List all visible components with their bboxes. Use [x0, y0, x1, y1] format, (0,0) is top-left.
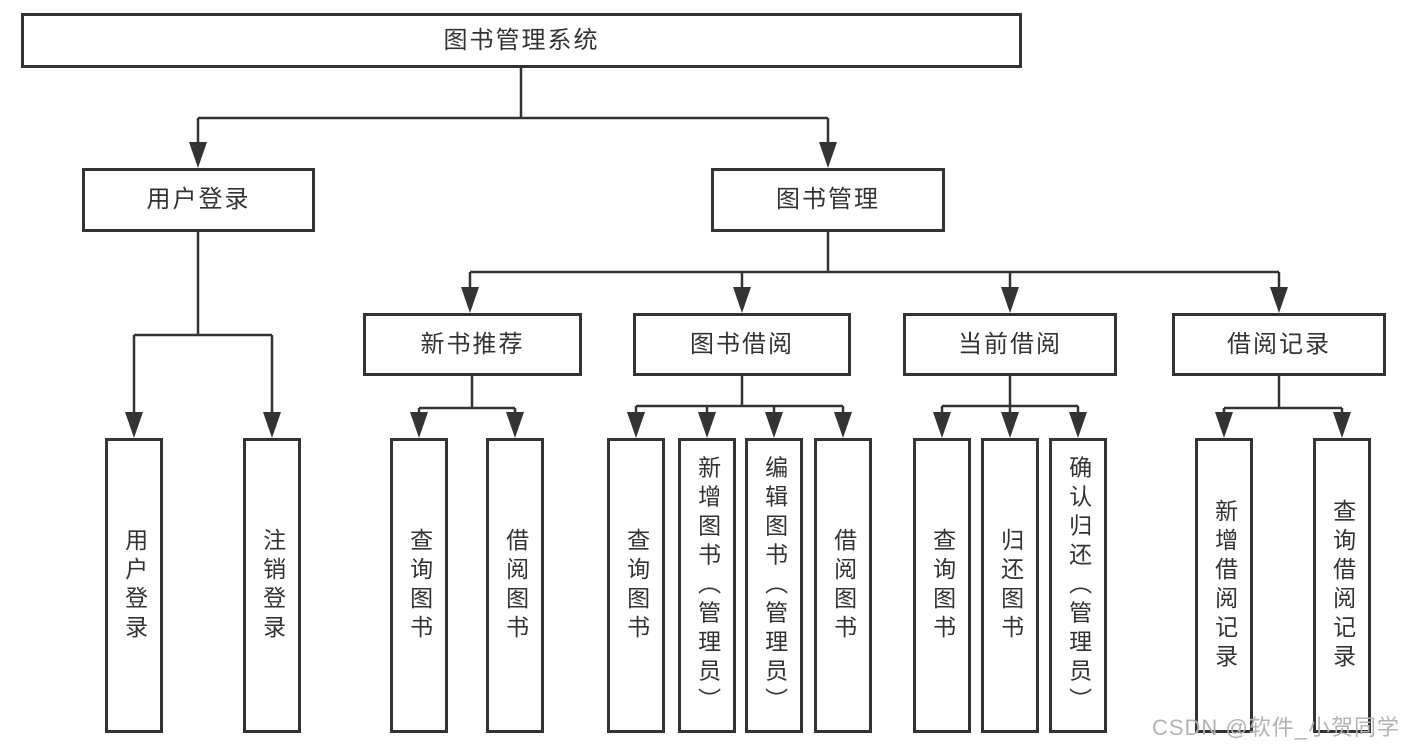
arrowhead [1069, 412, 1087, 438]
leaf-borrow-books-2: 借阅图书 [814, 438, 872, 733]
node-label: 借阅图书 [502, 527, 529, 644]
node-label: 确认归还（管理员） [1065, 455, 1092, 716]
node-book-management: 图书管理 [711, 168, 945, 232]
leaf-add-borrow-record: 新增借阅记录 [1195, 438, 1253, 733]
arrowhead [698, 412, 716, 438]
arrowhead [834, 412, 852, 438]
node-new-book-recommend: 新书推荐 [363, 313, 582, 376]
node-label: 注销登录 [259, 527, 286, 644]
leaf-add-book-admin: 新增图书（管理员） [678, 438, 736, 733]
node-root-system: 图书管理系统 [21, 13, 1022, 68]
node-label: 查询图书 [406, 527, 433, 644]
arrowhead [506, 412, 524, 438]
arrowhead [1001, 412, 1019, 438]
node-label: 归还图书 [997, 527, 1024, 644]
arrowhead [733, 287, 751, 313]
node-label: 用户登录 [146, 186, 251, 213]
leaf-query-books-1: 查询图书 [390, 438, 448, 733]
node-label: 查询借阅记录 [1329, 498, 1356, 673]
arrowhead [125, 412, 143, 438]
arrowhead [1215, 412, 1233, 438]
leaf-user-login: 用户登录 [105, 438, 163, 733]
node-label: 借阅记录 [1227, 330, 1331, 358]
node-label: 当前借阅 [958, 330, 1062, 358]
node-label: 查询图书 [929, 527, 956, 644]
node-label: 图书管理系统 [443, 26, 600, 54]
node-label: 借阅图书 [830, 527, 857, 644]
node-book-borrowing: 图书借阅 [633, 313, 851, 376]
node-label: 图书管理 [776, 186, 880, 213]
leaf-borrow-books-1: 借阅图书 [486, 438, 544, 733]
node-user-login: 用户登录 [82, 168, 315, 232]
arrowhead [933, 412, 951, 438]
arrowhead [263, 412, 281, 438]
leaf-query-books-2: 查询图书 [607, 438, 665, 733]
node-label: 新增借阅记录 [1211, 498, 1238, 673]
node-label: 新书推荐 [420, 330, 525, 358]
arrowhead [1270, 287, 1288, 313]
node-label: 图书借阅 [690, 330, 794, 358]
arrowhead [189, 142, 207, 168]
arrowhead [819, 142, 837, 168]
csdn-watermark: CSDN @软件_小贺同学 [1151, 715, 1400, 740]
node-label: 查询图书 [623, 527, 650, 644]
arrowhead [1001, 287, 1019, 313]
leaf-confirm-return-admin: 确认归还（管理员） [1049, 438, 1107, 733]
node-label: 编辑图书（管理员） [761, 455, 788, 716]
leaf-edit-book-admin: 编辑图书（管理员） [745, 438, 803, 733]
arrowhead [461, 287, 479, 313]
arrowhead [627, 412, 645, 438]
arrowhead [1333, 412, 1351, 438]
node-borrow-records: 借阅记录 [1172, 313, 1386, 376]
leaf-logout: 注销登录 [243, 438, 301, 733]
leaf-return-books: 归还图书 [981, 438, 1039, 733]
arrowhead [765, 412, 783, 438]
arrowhead [410, 412, 428, 438]
node-label: 用户登录 [121, 527, 148, 644]
node-label: 新增图书（管理员） [694, 455, 721, 716]
leaf-query-borrow-record: 查询借阅记录 [1313, 438, 1371, 733]
leaf-query-books-3: 查询图书 [913, 438, 971, 733]
node-current-borrowing: 当前借阅 [903, 313, 1117, 376]
